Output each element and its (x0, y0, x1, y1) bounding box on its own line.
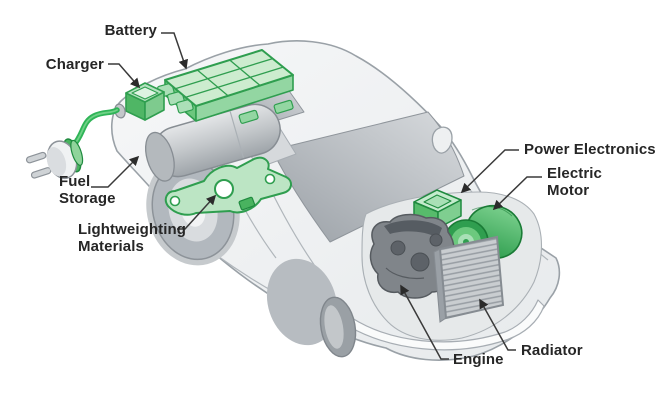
label-charger: Charger (45, 56, 104, 73)
power-electronics-arrow (460, 149, 519, 194)
radiator-graphic (433, 235, 505, 323)
engine-arrow (400, 284, 449, 360)
charger-arrow (108, 63, 141, 89)
front-wheel (266, 258, 357, 358)
charge-cable (70, 107, 120, 149)
lightweighting-graphic (164, 156, 292, 216)
electric-motor-arrow (492, 176, 542, 211)
lightweighting-arrow (177, 194, 217, 230)
label-power-electronics: Power Electronics (524, 141, 656, 158)
label-engine: Engine (453, 351, 504, 368)
charge-plug-graphic (25, 138, 84, 180)
front-bumper (347, 299, 545, 351)
leader-lines (91, 32, 542, 360)
fuel-storage-arrow (91, 155, 140, 188)
label-radiator: Radiator (521, 342, 583, 359)
battery-graphic (157, 49, 294, 124)
battery-arrow (161, 32, 188, 70)
fuel-tank-graphic (145, 103, 281, 182)
radiator-arrow (479, 298, 516, 351)
charger-graphic (125, 82, 165, 121)
engine-graphic (369, 213, 455, 299)
side-mirror (431, 126, 453, 154)
label-battery: Battery (104, 22, 157, 39)
